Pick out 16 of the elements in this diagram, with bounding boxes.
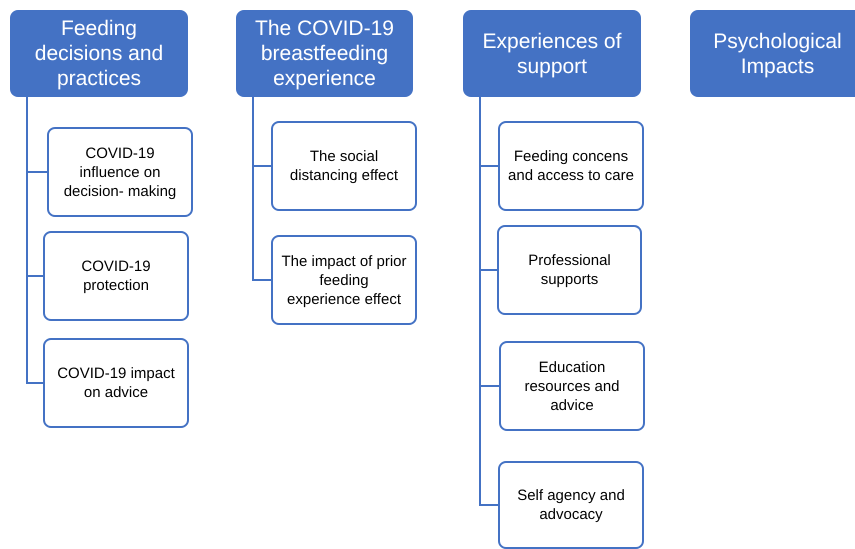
connector-line <box>479 97 498 506</box>
theme-box: Feeding decisions and practices <box>10 10 188 97</box>
connector-line <box>252 97 271 281</box>
subtheme-box: Feeding concens and access to care <box>498 121 644 211</box>
subtheme-box: Education resources and advice <box>499 341 645 431</box>
subtheme-box: COVID-19 protection <box>43 231 189 321</box>
theme-box: Psychological Impacts <box>690 10 855 97</box>
connector-line <box>26 97 43 384</box>
subtheme-box: The impact of prior feeding experience effect <box>271 235 417 325</box>
subtheme-box: Professional supports <box>497 225 642 315</box>
subtheme-box: Self agency and advocacy <box>498 461 644 549</box>
theme-box: The COVID-19 breastfeeding experience <box>236 10 413 97</box>
subtheme-box: The social distancing effect <box>271 121 417 211</box>
subtheme-box: COVID-19 impact on advice <box>43 338 189 428</box>
subtheme-box: COVID-19 influence on decision- making <box>47 127 193 217</box>
theme-box: Experiences of support <box>463 10 641 97</box>
